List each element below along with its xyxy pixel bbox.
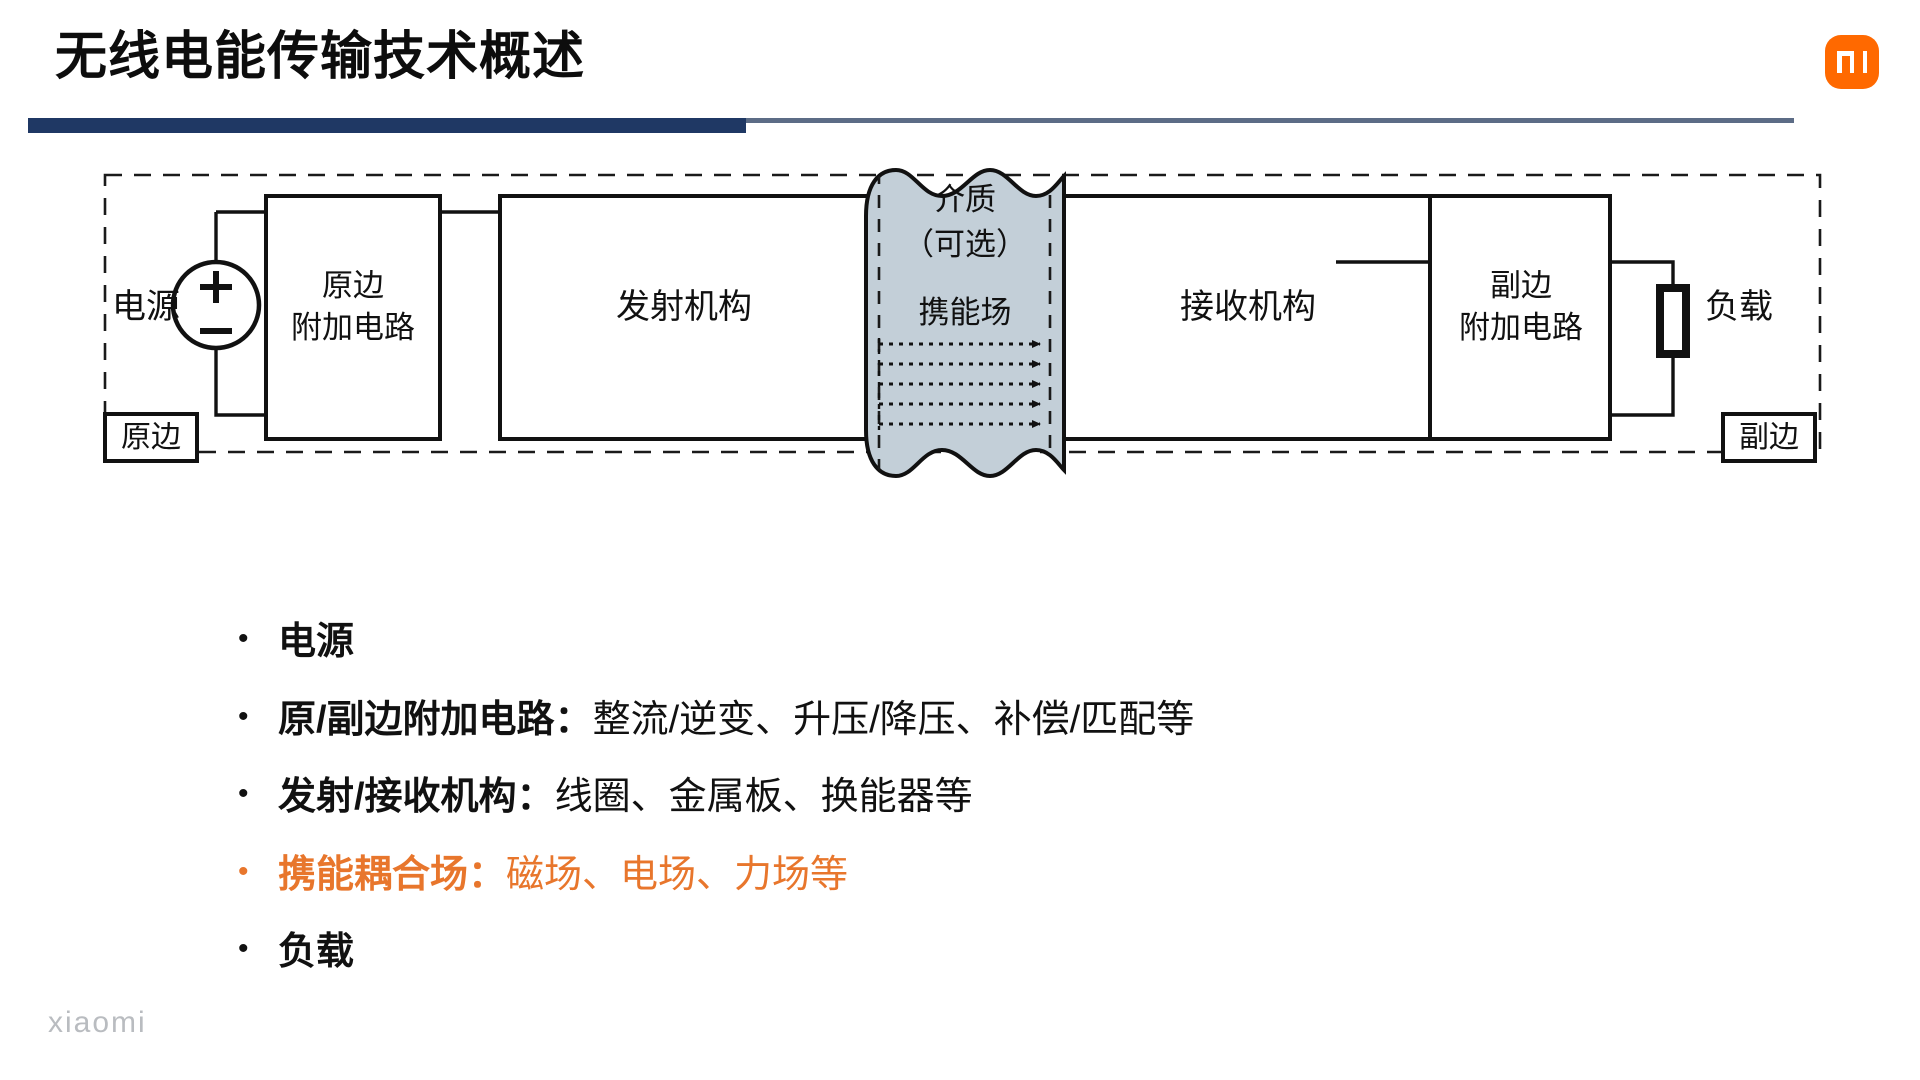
block-transmitter-label: 发射机构 (616, 288, 752, 326)
block-receiver (1062, 194, 1434, 441)
load-label: 负载 (1705, 288, 1773, 326)
xiaomi-logo-icon (1825, 35, 1879, 89)
title-underline-thick (28, 118, 746, 133)
list-item-text: 原/副边附加电路：整流/逆变、升压/降压、补偿/匹配等 (278, 698, 1194, 744)
coupling-medium-shape (864, 167, 1066, 479)
bullet-dot-icon: • (238, 699, 249, 733)
secondary-side-tag-box (1721, 412, 1817, 463)
source-bottom-wire (214, 348, 336, 417)
block-primary-extra-circuit (264, 194, 442, 441)
list-item: • 负载 (238, 930, 1638, 976)
system-boundary-dashed (103, 173, 1822, 454)
load-top-wire (1610, 260, 1675, 290)
coupling-medium-line2: （可选） (903, 227, 1027, 262)
list-item: • 电源 (238, 620, 1638, 666)
block-primary-extra-circuit-line2: 附加电路 (291, 310, 415, 345)
page-title: 无线电能传输技术概述 (55, 28, 586, 86)
bullet-dot-icon: • (238, 932, 249, 966)
list-item-rest: 线圈、金属板、换能器等 (554, 776, 973, 819)
list-item-text: 发射/接收机构：线圈、金属板、换能器等 (278, 775, 973, 821)
block-secondary-extra-circuit-line1: 副边 (1490, 268, 1552, 303)
secondary-side-tag-label: 副边 (1739, 421, 1799, 454)
block-secondary-extra-circuit-line2: 附加电路 (1459, 310, 1583, 345)
list-item-rest: 整流/逆变、升压/降压、补偿/匹配等 (592, 698, 1195, 741)
load-bottom-wire (1610, 352, 1675, 417)
bullet-list: • 电源 • 原/副边附加电路：整流/逆变、升压/降压、补偿/匹配等 • 发射/… (238, 620, 1638, 1008)
list-item-highlighted: • 携能耦合场：磁场、电场、力场等 (238, 853, 1638, 899)
list-item-lead: 电源 (278, 621, 355, 663)
list-item: • 发射/接收机构：线圈、金属板、换能器等 (238, 775, 1638, 821)
title-underline-thin (746, 118, 1794, 123)
list-item-lead: 携能耦合场： (278, 853, 507, 896)
voltage-source-icon (170, 259, 262, 351)
list-item: • 原/副边附加电路：整流/逆变、升压/降压、补偿/匹配等 (238, 698, 1638, 744)
source-top-wire (214, 210, 336, 262)
list-item-text: 负载 (278, 930, 354, 976)
primary-side-tag-label: 原边 (121, 421, 181, 454)
plus-icon (200, 271, 232, 303)
list-item-text: 携能耦合场：磁场、电场、力场等 (278, 853, 848, 899)
list-item-lead: 发射/接收机构： (278, 776, 555, 819)
bullet-dot-icon: • (238, 622, 249, 655)
footer-watermark: xiaomi (48, 1006, 147, 1039)
primary-side-tag-box (103, 412, 199, 463)
energy-field-dashed-boundary (877, 170, 1052, 476)
block-transmitter (498, 194, 870, 441)
bullet-dot-icon: • (238, 777, 249, 811)
load-resistor-icon (1656, 284, 1690, 358)
block-primary-extra-circuit-line1: 原边 (322, 268, 384, 303)
list-item-lead: 负载 (278, 931, 355, 974)
source-label: 电源 (112, 288, 180, 326)
block-secondary-extra-circuit (1428, 194, 1612, 441)
mi-glyph-icon (1837, 51, 1867, 73)
list-item-text: 电源 (278, 620, 354, 666)
coupling-medium-field-label: 携能场 (919, 295, 1012, 330)
list-item-lead: 原/副边附加电路： (278, 698, 593, 741)
coupling-medium-line1: 介质 (934, 182, 996, 217)
energy-flow-arrows (879, 340, 1041, 428)
bullet-dot-icon: • (238, 854, 249, 888)
list-item-rest: 磁场、电场、力场等 (506, 853, 849, 896)
block-receiver-label: 接收机构 (1180, 288, 1316, 326)
